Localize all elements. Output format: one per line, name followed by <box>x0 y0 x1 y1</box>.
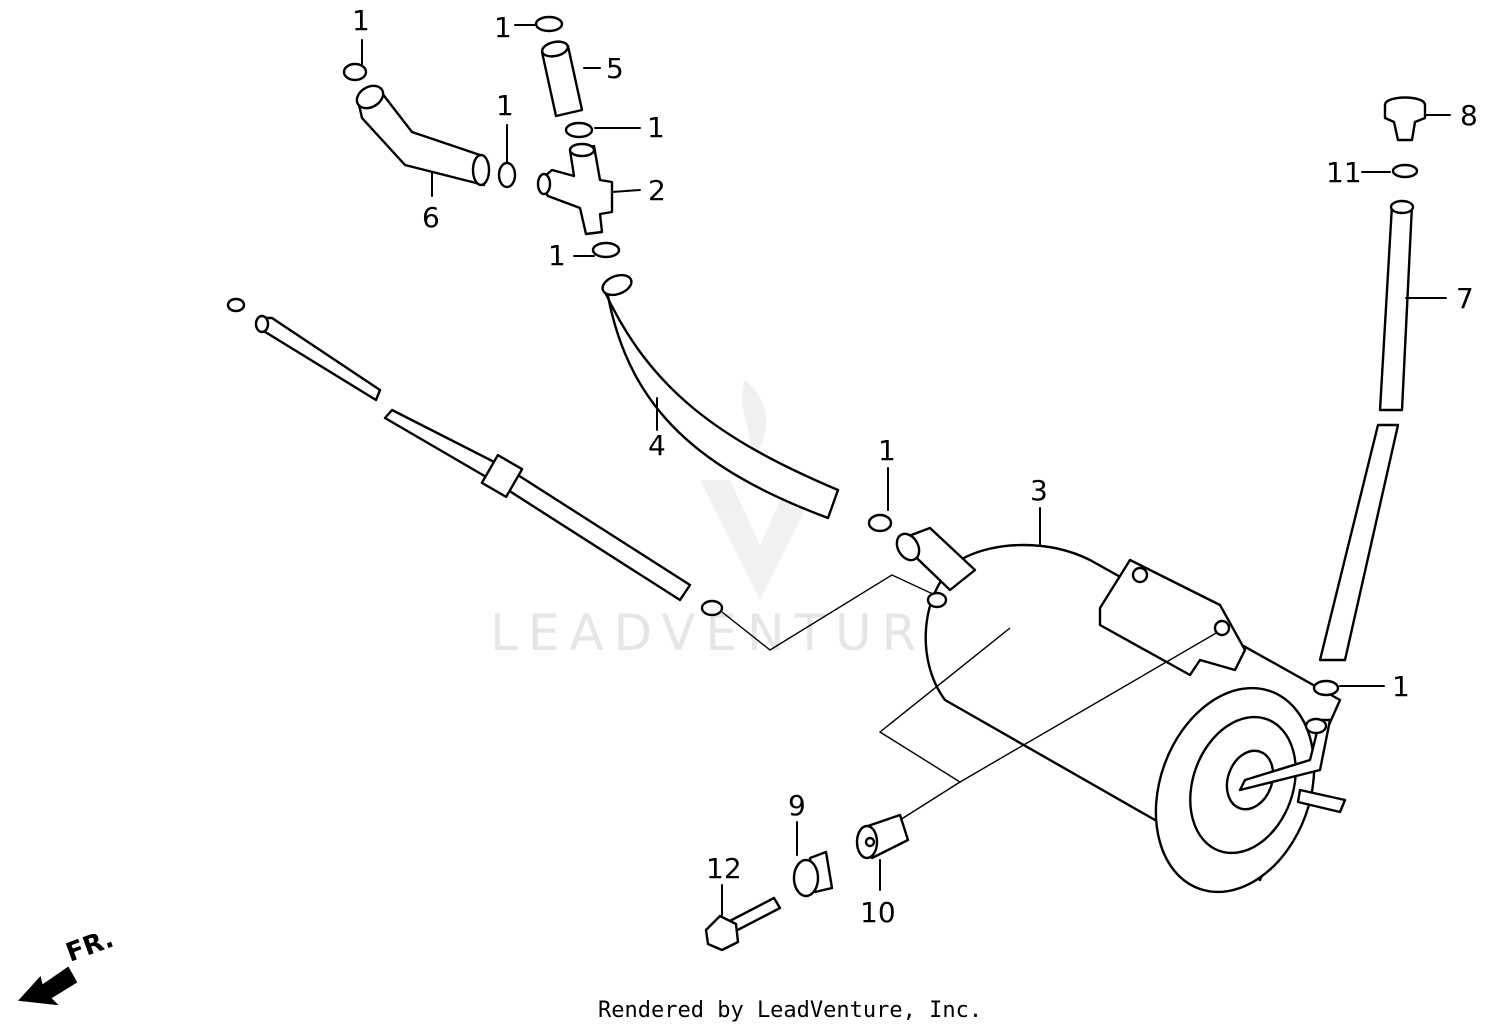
watermark-text: LEADVENTURE <box>490 604 968 662</box>
part-6-bent-hose[interactable] <box>353 81 491 197</box>
clamp-1-mid-left[interactable] <box>497 124 517 189</box>
part-12-bolt[interactable] <box>704 884 782 952</box>
callout-1-t-joint-bottom: 1 <box>548 239 566 272</box>
part-5-short-hose[interactable] <box>540 39 601 118</box>
clamp-1-canister-inlet[interactable] <box>867 467 893 533</box>
part-2-t-joint[interactable] <box>536 142 641 236</box>
front-arrow-icon <box>17 966 78 1006</box>
callout-1-top-left: 1 <box>352 4 370 37</box>
callout-1-mid-left: 1 <box>496 89 514 122</box>
clamp-1-t-joint-top[interactable] <box>564 121 641 139</box>
footer-credit: Rendered by LeadVenture, Inc. <box>598 998 982 1023</box>
clamp-11[interactable] <box>1361 163 1419 179</box>
callout-8: 8 <box>1460 99 1478 132</box>
clamp-1-top-left[interactable] <box>342 39 368 82</box>
leadventure-logo-mark <box>700 380 820 600</box>
clamp-1-top-mid[interactable] <box>514 15 564 33</box>
callout-5: 5 <box>606 52 624 85</box>
callout-1-right: 1 <box>1392 670 1410 703</box>
part-4-curved-hose[interactable] <box>600 271 840 520</box>
front-label: FR. <box>62 924 117 969</box>
callout-1-top-mid: 1 <box>494 11 512 44</box>
callout-labels: 1 1 5 1 1 2 6 1 4 1 3 8 11 7 1 9 12 10 <box>352 4 1478 929</box>
part-8-cap[interactable] <box>1383 96 1451 142</box>
part-7-vertical-hose[interactable] <box>1318 199 1447 662</box>
callout-6: 6 <box>422 201 440 234</box>
callout-4: 4 <box>648 429 666 462</box>
callout-1-canister-inlet: 1 <box>878 434 896 467</box>
part-9-collar[interactable] <box>792 821 834 898</box>
callout-10: 10 <box>860 896 896 929</box>
part-10-grommet[interactable] <box>855 813 910 891</box>
callout-9: 9 <box>788 789 806 822</box>
callout-2: 2 <box>648 174 666 207</box>
clamp-1-right[interactable] <box>1312 679 1385 697</box>
callout-3: 3 <box>1030 474 1048 507</box>
callout-7: 7 <box>1456 282 1474 315</box>
callout-11: 11 <box>1326 156 1362 189</box>
part-3-canister[interactable] <box>878 507 1347 914</box>
clamp-1-t-joint-bottom[interactable] <box>573 241 621 259</box>
front-direction-marker: FR. <box>17 924 118 1006</box>
breather-tube[interactable] <box>226 297 936 651</box>
callout-12: 12 <box>706 852 742 885</box>
callout-1-t-joint-top: 1 <box>647 111 665 144</box>
